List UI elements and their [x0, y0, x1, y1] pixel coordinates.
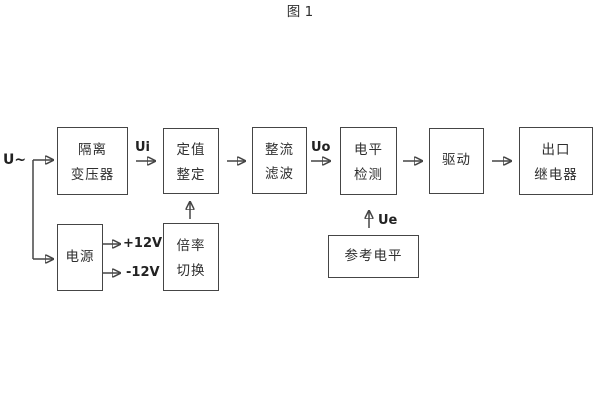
- block-power-supply: 电源: [57, 224, 103, 291]
- block-rectifier-filter-line1: 整流: [265, 141, 294, 158]
- block-level-detection-line2: 检测: [354, 166, 383, 183]
- block-power-supply-line1: 电源: [65, 248, 95, 265]
- block-ratio-switch: 倍率 切换: [163, 223, 219, 291]
- block-drive-line1: 驱动: [442, 152, 471, 169]
- label-uo: Uo: [311, 140, 331, 155]
- figure-caption: 图 1: [286, 4, 314, 20]
- block-rectifier-filter-line2: 滤波: [265, 166, 294, 182]
- block-ratio-switch-line1: 倍率: [176, 238, 206, 254]
- block-level-detection: 电平 检测: [340, 127, 397, 195]
- block-output-relay-line1: 出口: [541, 142, 571, 158]
- block-reference-level: 参考电平: [328, 235, 419, 278]
- block-isolation-transformer: 隔离 变压器: [57, 127, 128, 195]
- block-reference-level-line1: 参考电平: [344, 247, 403, 264]
- block-output-relay-line2: 继电器: [534, 166, 578, 183]
- block-output-relay: 出口 继电器: [519, 127, 593, 195]
- block-level-detection-line1: 电平: [354, 142, 383, 158]
- block-setting: 定值 整定: [163, 128, 219, 194]
- block-isolation-transformer-line1: 隔离: [78, 142, 107, 158]
- label-rail-negative: -12V: [126, 265, 160, 280]
- block-setting-line1: 定值: [176, 142, 206, 158]
- label-rail-positive: +12V: [123, 236, 163, 251]
- block-isolation-transformer-line2: 变压器: [70, 166, 115, 183]
- block-rectifier-filter: 整流 滤波: [252, 127, 307, 194]
- label-ue: Ue: [378, 213, 398, 228]
- block-drive: 驱动: [429, 128, 484, 194]
- label-ui: Ui: [135, 140, 151, 155]
- label-input-voltage: U~: [3, 152, 27, 168]
- block-ratio-switch-line2: 切换: [176, 262, 206, 279]
- block-setting-line2: 整定: [176, 166, 206, 183]
